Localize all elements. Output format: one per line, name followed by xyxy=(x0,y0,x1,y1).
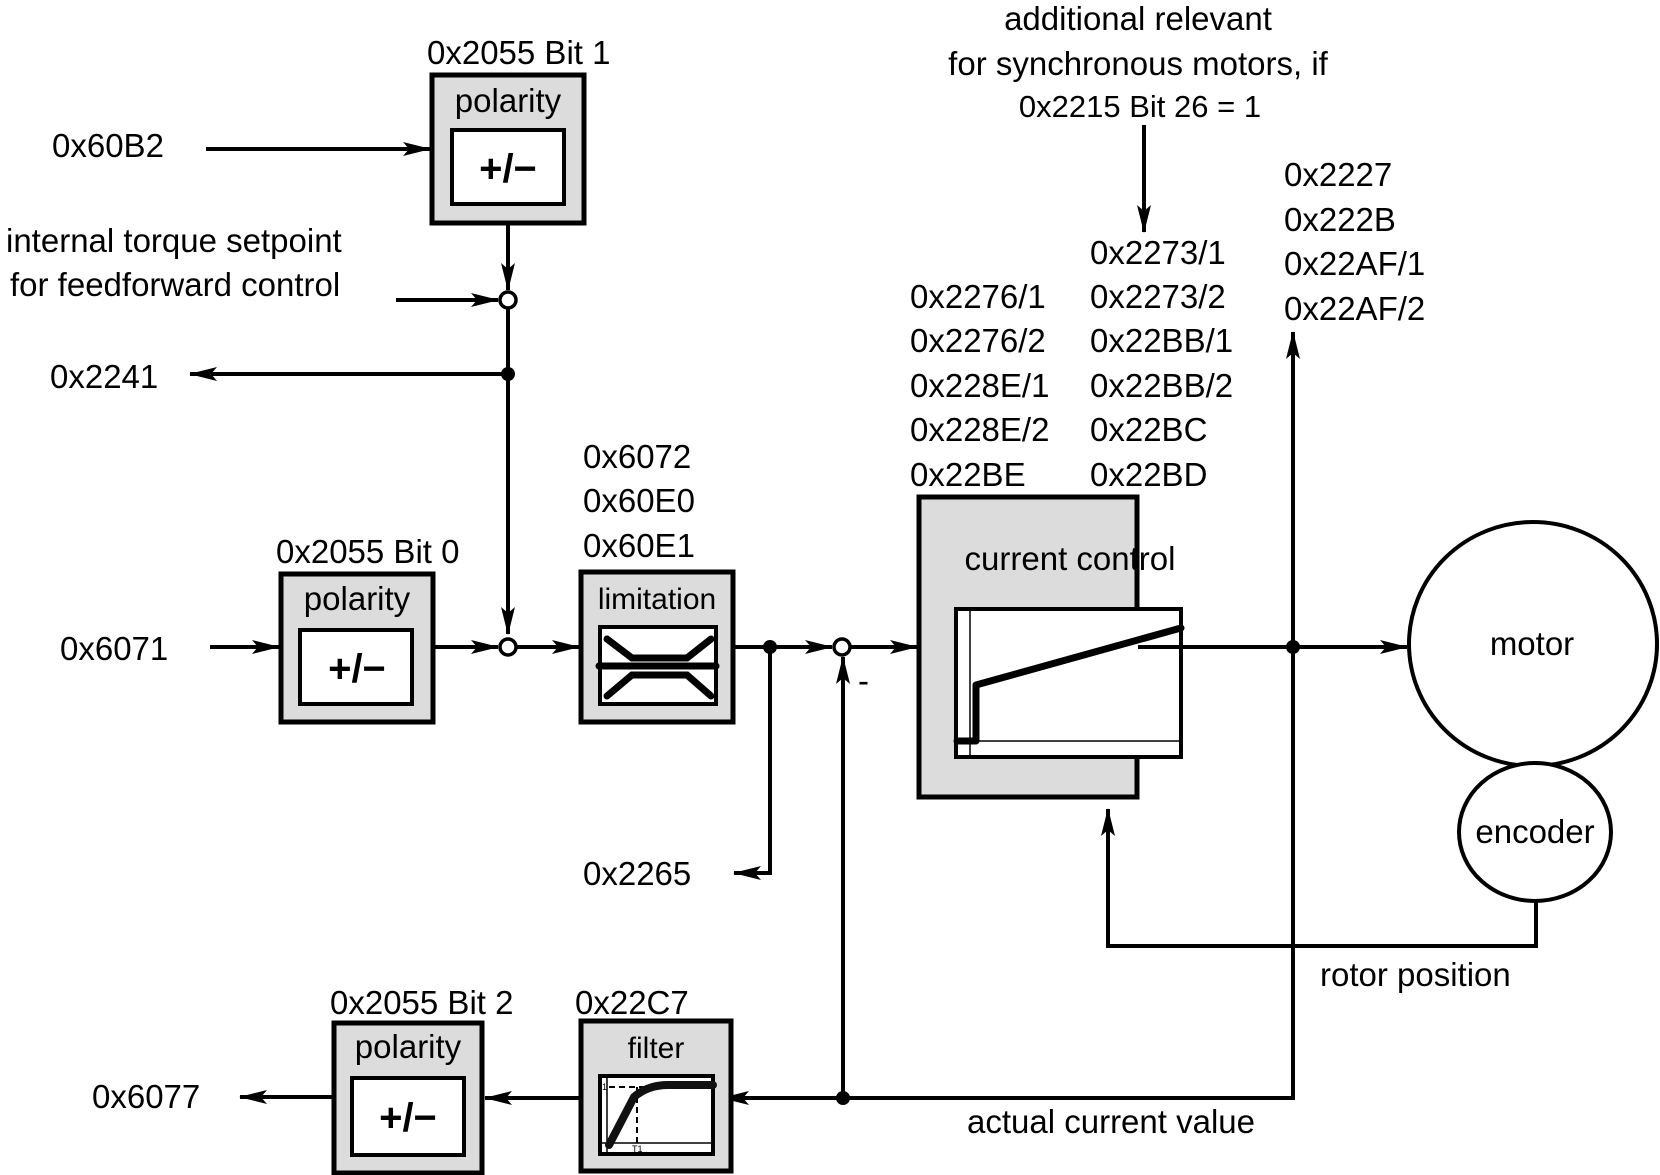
synchronous-motor-note: additional relevant for synchronous moto… xyxy=(948,0,1328,124)
output-actual-torque: 0x6077 xyxy=(92,1078,200,1115)
limitation-title: limitation xyxy=(598,583,716,616)
limitation-param-3: 0x60E1 xyxy=(583,527,695,564)
filter-block[interactable]: filter 1 T1 xyxy=(578,1018,734,1174)
rotor-position-label: rotor position xyxy=(1320,956,1511,993)
polarity-bottom-block[interactable]: polarity +/− xyxy=(331,1020,485,1175)
lowpass-response-icon xyxy=(605,1081,717,1149)
cc-param: 0x2276/2 xyxy=(910,322,1046,359)
motor[interactable]: motor xyxy=(1407,520,1659,768)
summing-junction-current xyxy=(832,637,852,657)
polarity-mid-param: 0x2055 Bit 0 xyxy=(276,533,459,570)
filter-axis-y: 1 xyxy=(602,1082,607,1092)
current-control-params-col2: 0x2273/1 0x2273/2 0x22BB/1 0x22BB/2 0x22… xyxy=(1090,234,1233,493)
input-torque-offset: 0x60B2 xyxy=(52,127,164,164)
encoder-label: encoder xyxy=(1475,813,1594,850)
cc-param: 0x22BD xyxy=(1090,456,1207,493)
limitation-block[interactable]: limitation xyxy=(578,569,736,725)
note-line-3: 0x2215 Bit 26 = 1 xyxy=(1019,89,1261,124)
minus-sign: - xyxy=(858,662,869,699)
limiter-icon xyxy=(595,635,720,700)
limitation-param-2: 0x60E0 xyxy=(583,482,695,519)
cc-param: 0x22BC xyxy=(1090,411,1207,448)
feedforward-label-1: internal torque setpoint xyxy=(6,222,342,259)
current-control-block[interactable]: current control xyxy=(916,494,1185,800)
polarity-top-title: polarity xyxy=(455,82,562,119)
summing-junction-setpoint xyxy=(498,637,518,657)
cc-param: 0x228E/2 xyxy=(910,411,1049,448)
polarity-top-block[interactable]: polarity +/− xyxy=(429,72,587,226)
output-0x2241: 0x2241 xyxy=(50,358,158,395)
polarity-sign-icon: +/− xyxy=(328,647,386,691)
filter-axis-x: T1 xyxy=(632,1144,643,1154)
polarity-top-param: 0x2055 Bit 1 xyxy=(427,34,610,71)
cc-param: 0x22BE xyxy=(910,456,1026,493)
cc-param: 0x22BB/2 xyxy=(1090,367,1233,404)
cc-param: 0x22BB/1 xyxy=(1090,322,1233,359)
arrow-out-0x2265 xyxy=(733,647,772,880)
output-params: 0x2227 0x222B 0x22AF/1 0x22AF/2 xyxy=(1284,156,1425,327)
polarity-sign-icon: +/− xyxy=(479,147,537,191)
cc-param: 0x228E/1 xyxy=(910,367,1049,404)
motor-label: motor xyxy=(1490,625,1574,662)
output-param: 0x2227 xyxy=(1284,156,1392,193)
filter-title: filter xyxy=(628,1032,685,1065)
polarity-mid-title: polarity xyxy=(304,580,411,617)
note-line-1: additional relevant xyxy=(1004,0,1272,37)
note-line-2: for synchronous motors, if xyxy=(948,45,1328,82)
output-param: 0x222B xyxy=(1284,201,1396,238)
polarity-bottom-param: 0x2055 Bit 2 xyxy=(330,984,513,1021)
encoder[interactable]: encoder xyxy=(1457,761,1613,903)
polarity-mid-block[interactable]: polarity +/− xyxy=(278,571,436,725)
pi-response-icon xyxy=(953,624,1185,745)
current-control-title: current control xyxy=(965,540,1176,577)
cc-param: 0x2273/1 xyxy=(1090,234,1226,271)
summing-junction-feedforward xyxy=(498,290,518,310)
output-param: 0x22AF/1 xyxy=(1284,245,1425,282)
branch-dot-feedback xyxy=(836,1091,850,1105)
cc-param: 0x2276/1 xyxy=(910,278,1046,315)
actual-current-label: actual current value xyxy=(967,1103,1255,1140)
feedforward-label-2: for feedforward control xyxy=(10,266,340,303)
arrow-actual-current xyxy=(721,647,1295,1105)
cc-param: 0x2273/2 xyxy=(1090,278,1226,315)
output-0x2265: 0x2265 xyxy=(583,855,691,892)
output-param: 0x22AF/2 xyxy=(1284,290,1425,327)
current-control-params-col1: 0x2276/1 0x2276/2 0x228E/1 0x228E/2 0x22… xyxy=(910,278,1049,493)
arrow-rotor-position xyxy=(1101,808,1538,948)
limitation-param-1: 0x6072 xyxy=(583,438,691,475)
filter-param: 0x22C7 xyxy=(575,984,689,1021)
input-target-torque: 0x6071 xyxy=(60,630,168,667)
polarity-sign-icon: +/− xyxy=(379,1096,437,1140)
polarity-bottom-title: polarity xyxy=(355,1028,462,1065)
